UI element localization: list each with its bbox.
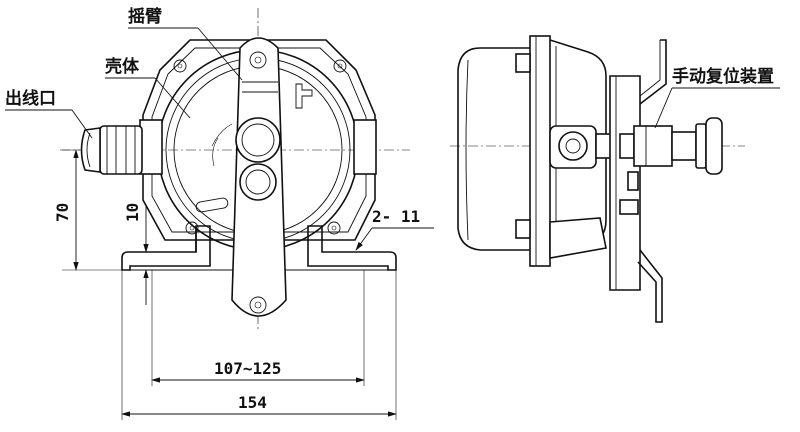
flange-bolt-top-left [173, 59, 187, 73]
right-lug [353, 119, 377, 175]
side-view [450, 35, 745, 323]
side-labels: 手动复位装置 [654, 66, 780, 129]
arm-hub [235, 117, 281, 163]
key-slot [295, 83, 313, 109]
cable-gland [80, 125, 143, 175]
label-arm: 摇臂 [128, 6, 162, 27]
lower-slot [195, 197, 229, 213]
left-mounting-bracket [121, 225, 211, 271]
arm-top-hole [249, 51, 267, 69]
side-lever [637, 39, 667, 323]
side-shaft-hub [549, 125, 613, 169]
front-view [60, 8, 410, 330]
dimension-lines: 70 10 2- 11 107~125 154 [53, 149, 434, 420]
side-flange [529, 35, 551, 267]
dim-holes: 2- 11 [372, 207, 420, 226]
arm-bottom-hole [249, 296, 267, 314]
label-shell: 壳体 [104, 56, 140, 77]
label-manual-reset: 手动复位装置 [672, 66, 774, 87]
side-arm-plate [609, 75, 641, 291]
flange-bolt-bottom-right [327, 221, 341, 235]
dim-width: 154 [238, 393, 267, 412]
flange-bolt-top-right [333, 59, 347, 73]
manual-reset-device [619, 117, 723, 175]
right-mounting-bracket [307, 225, 397, 271]
dim-offset: 10 [123, 203, 142, 222]
dim-height: 70 [53, 203, 72, 222]
left-lug [139, 119, 163, 175]
pivot-cap [239, 163, 277, 201]
front-labels: 摇臂 壳体 出线口 [5, 6, 243, 139]
label-outlet: 出线口 [5, 88, 56, 109]
dim-slot-range: 107~125 [214, 359, 281, 378]
housing-rear [457, 47, 533, 251]
